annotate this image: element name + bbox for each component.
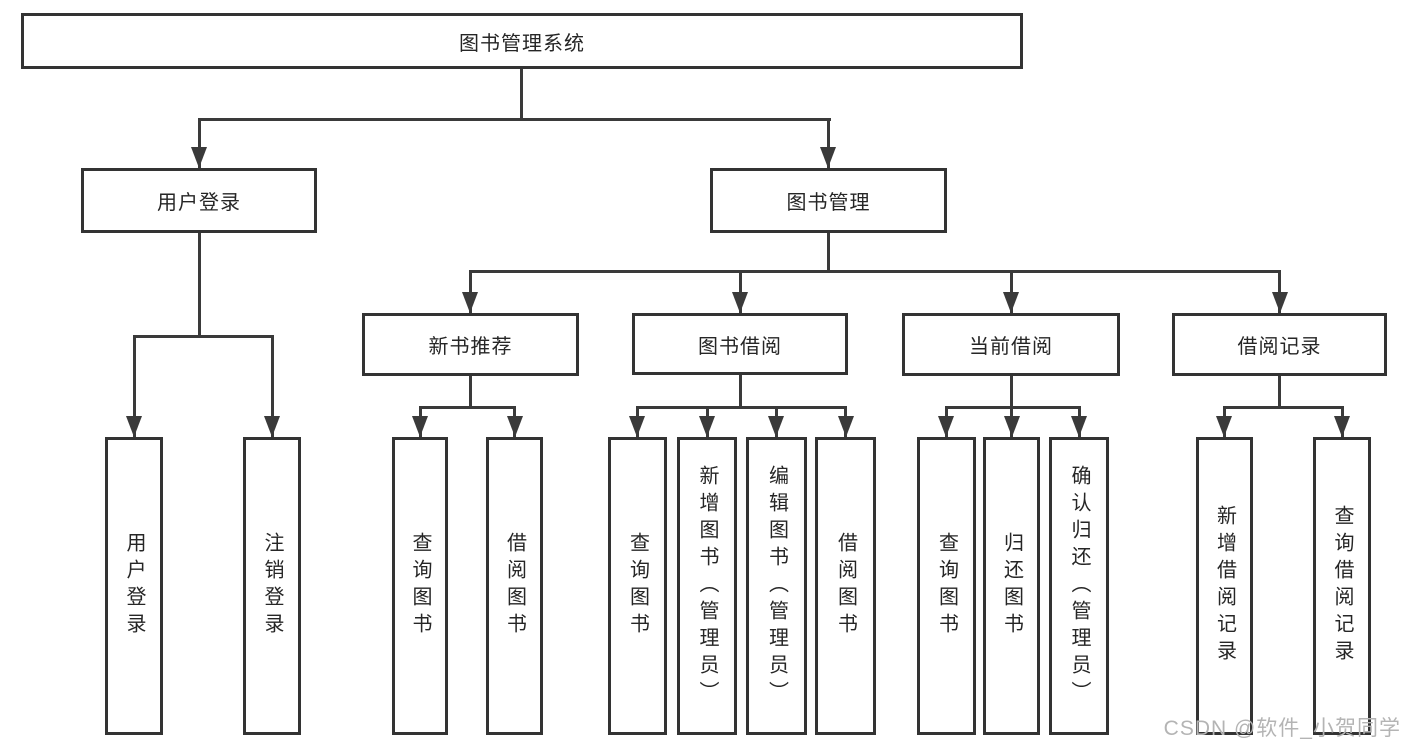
leaf-borrow-query-books: 查询图书 xyxy=(608,437,667,735)
leaf-add-borrow-record: 新增借阅记录 xyxy=(1196,437,1253,735)
connector-line xyxy=(520,69,523,121)
node-book-borrow-label: 图书借阅 xyxy=(698,335,782,358)
connector-line xyxy=(1278,270,1281,313)
leaf-confirm-return-admin-label: 确认归还（管理员） xyxy=(1068,464,1090,708)
node-user-login-label: 用户登录 xyxy=(157,192,241,214)
arrow-down-icon xyxy=(1004,416,1020,437)
arrow-down-icon xyxy=(838,416,854,437)
arrow-down-icon xyxy=(462,292,478,313)
connector-line xyxy=(1010,270,1013,313)
arrow-down-icon xyxy=(1334,416,1350,437)
arrow-down-icon xyxy=(507,416,523,437)
csdn-watermark: CSDN @软件_小贺同学 xyxy=(1163,717,1401,740)
arrow-down-icon xyxy=(126,416,142,437)
leaf-return-books-label: 归还图书 xyxy=(1000,532,1023,640)
arrow-down-icon xyxy=(732,292,748,313)
connector-line xyxy=(198,233,201,338)
connector-line xyxy=(469,270,1281,273)
leaf-edit-books-admin-label: 编辑图书（管理员） xyxy=(765,464,788,708)
node-current-borrow: 当前借阅 xyxy=(902,313,1120,376)
arrow-down-icon xyxy=(1216,416,1232,437)
leaf-add-books-admin: 新增图书（管理员） xyxy=(677,437,737,735)
arrow-down-icon xyxy=(699,416,715,437)
node-borrow-records: 借阅记录 xyxy=(1172,313,1387,376)
arrow-down-icon xyxy=(264,416,280,437)
leaf-logout: 注销登录 xyxy=(243,437,301,735)
connector-line xyxy=(1010,376,1013,409)
leaf-borrow-books: 借阅图书 xyxy=(815,437,876,735)
arrow-down-icon xyxy=(412,416,428,437)
arrow-down-icon xyxy=(191,147,207,168)
leaf-borrow-books-label: 借阅图书 xyxy=(834,532,857,640)
node-root: 图书管理系统 xyxy=(21,13,1023,69)
node-book-management-label: 图书管理 xyxy=(786,192,871,214)
leaf-recommend-query-books-label: 查询图书 xyxy=(409,532,431,640)
arrow-down-icon xyxy=(1071,416,1087,437)
connector-line xyxy=(636,406,847,409)
connector-line xyxy=(271,335,274,437)
leaf-recommend-borrow-books: 借阅图书 xyxy=(486,437,543,735)
node-book-borrow: 图书借阅 xyxy=(632,313,848,375)
node-user-login: 用户登录 xyxy=(81,168,317,233)
connector-line xyxy=(1278,376,1281,409)
connector-line xyxy=(827,118,830,168)
leaf-add-books-admin-label: 新增图书（管理员） xyxy=(696,464,718,708)
node-current-borrow-label: 当前借阅 xyxy=(969,336,1053,358)
connector-line xyxy=(469,376,472,409)
leaf-confirm-return-admin: 确认归还（管理员） xyxy=(1049,437,1109,735)
leaf-recommend-borrow-books-label: 借阅图书 xyxy=(503,532,526,640)
connector-line xyxy=(469,270,472,313)
connector-line xyxy=(198,118,831,121)
arrow-down-icon xyxy=(768,416,784,437)
arrow-down-icon xyxy=(938,416,954,437)
leaf-logout-label: 注销登录 xyxy=(261,532,283,640)
arrow-down-icon xyxy=(1272,292,1288,313)
connector-line xyxy=(133,335,274,338)
leaf-user-login: 用户登录 xyxy=(105,437,163,735)
arrow-down-icon xyxy=(629,416,645,437)
leaf-query-borrow-record-label: 查询借阅记录 xyxy=(1331,505,1353,667)
leaf-user-login-label: 用户登录 xyxy=(123,532,145,640)
leaf-add-borrow-record-label: 新增借阅记录 xyxy=(1213,505,1236,667)
leaf-borrow-query-books-label: 查询图书 xyxy=(626,532,649,640)
connector-line xyxy=(133,335,136,437)
leaf-return-books: 归还图书 xyxy=(983,437,1040,735)
leaf-current-query-books-label: 查询图书 xyxy=(935,532,958,640)
connector-line xyxy=(739,375,742,409)
leaf-current-query-books: 查询图书 xyxy=(917,437,976,735)
leaf-edit-books-admin: 编辑图书（管理员） xyxy=(746,437,807,735)
connector-line xyxy=(739,270,742,313)
leaf-query-borrow-record: 查询借阅记录 xyxy=(1313,437,1371,735)
arrow-down-icon xyxy=(820,147,836,168)
connector-line xyxy=(198,118,201,168)
connector-line xyxy=(827,233,830,273)
leaf-recommend-query-books: 查询图书 xyxy=(392,437,448,735)
node-new-book-recommend-label: 新书推荐 xyxy=(428,336,513,358)
arrow-down-icon xyxy=(1003,292,1019,313)
connector-line xyxy=(1223,406,1343,409)
connector-line xyxy=(419,406,516,409)
node-root-label: 图书管理系统 xyxy=(459,32,585,55)
node-new-book-recommend: 新书推荐 xyxy=(362,313,579,376)
node-book-management: 图书管理 xyxy=(710,168,947,233)
node-borrow-records-label: 借阅记录 xyxy=(1237,336,1322,358)
